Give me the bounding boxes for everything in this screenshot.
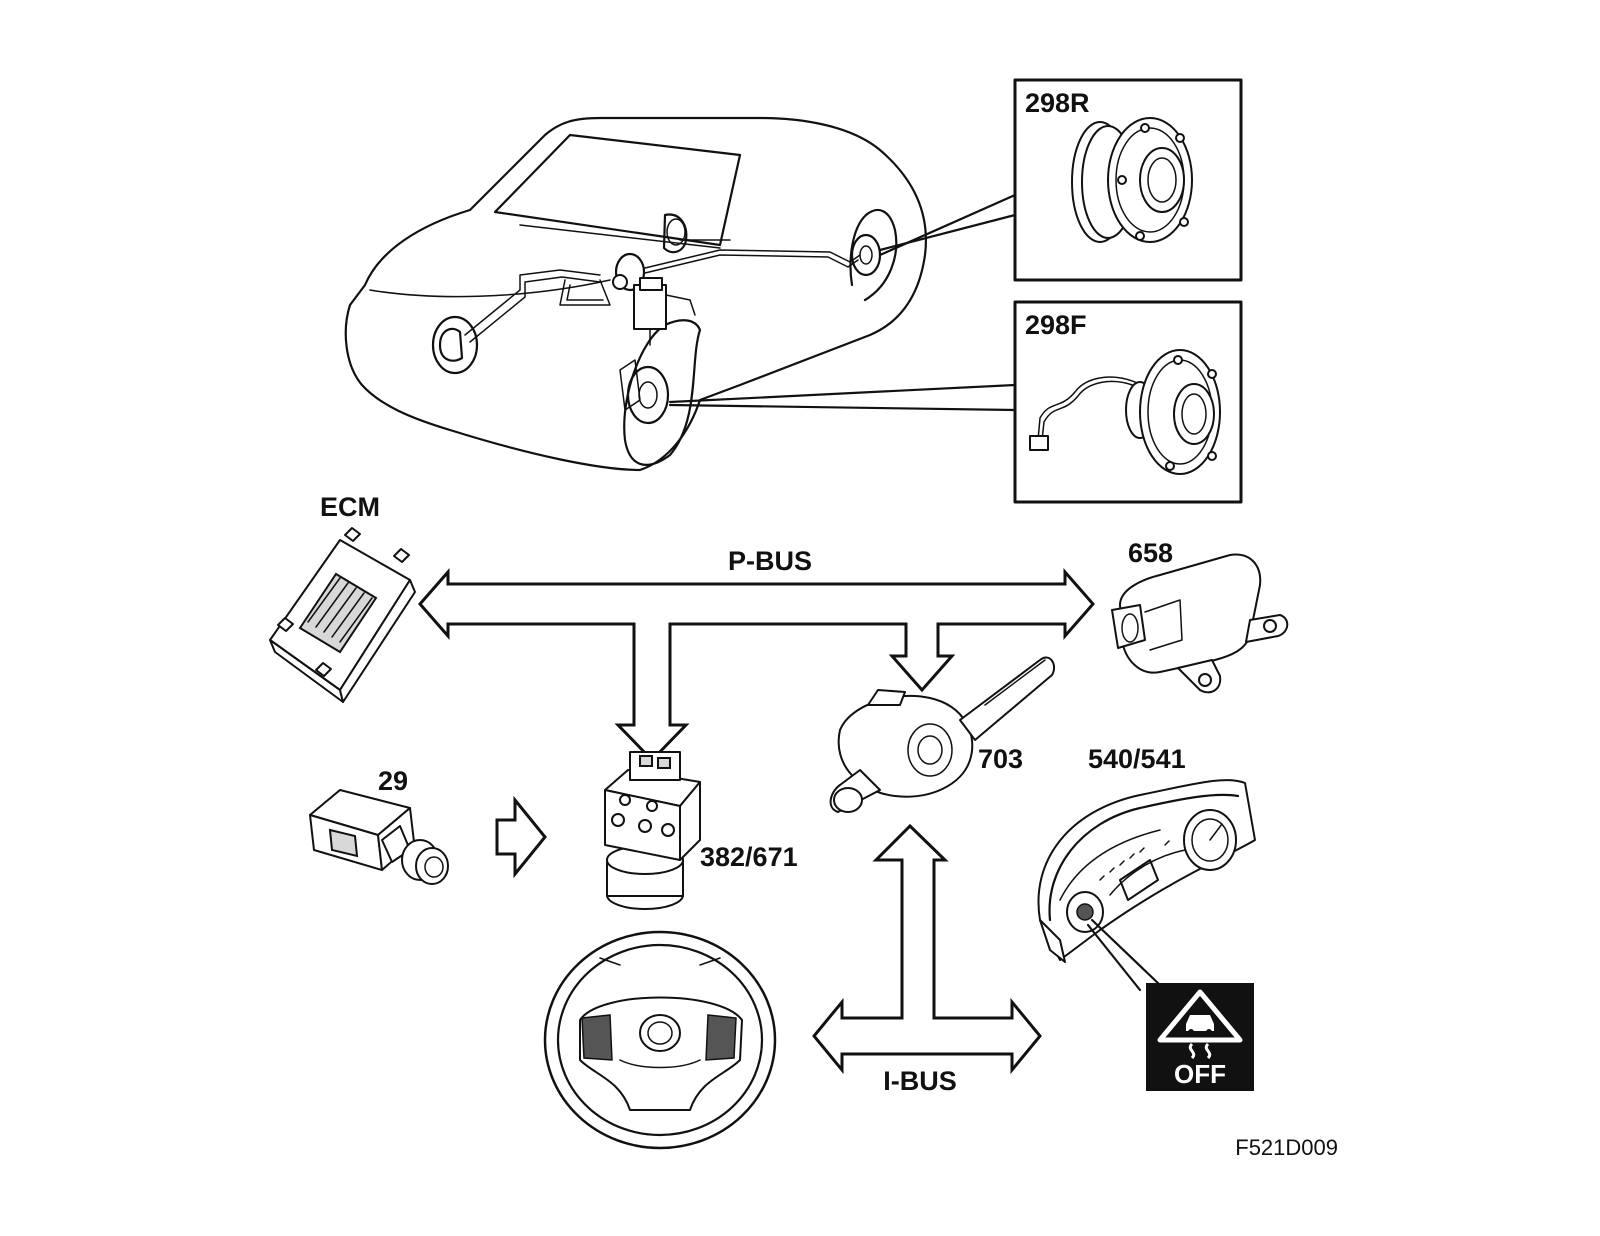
instrument-cluster-icon [1037,779,1256,963]
i-bus-label: I-BUS [883,1066,957,1096]
front-wheel-hub-icon [1029,349,1221,475]
rear-hub-leader-2 [878,213,1017,252]
front-wheel-hub-box: 298F [1013,300,1243,504]
car-illustration [344,116,927,472]
rear-wheel-hub-box: 298R [1013,78,1243,282]
rear-hub-leader [878,193,1017,257]
i-bus-arrow [812,823,1042,1075]
ecm-module-icon [269,527,416,703]
figure-reference: F521D009 [1235,1135,1338,1160]
steering-wheel-icon [543,930,777,1150]
steering-column-module-icon [829,656,1056,813]
steering-module-label: 703 [978,744,1023,774]
warning-lamp-off-text: OFF [1174,1059,1226,1089]
p-bus-label: P-BUS [728,546,812,576]
switch-29-label: 29 [378,766,408,796]
sensor-658-icon [1111,553,1289,694]
instrument-cluster-label: 540/541 [1088,744,1186,774]
switch-29-icon [309,789,449,885]
rear-wheel-hub-icon [1071,117,1193,243]
traction-control-off-icon: OFF [1146,983,1254,1091]
front-hub-leader-2 [668,403,1017,412]
rear-hub-label: 298R [1025,88,1090,118]
abs-unit-icon [604,751,701,910]
abs-unit-label: 382/671 [700,842,798,872]
warning-lamp-leader-2 [1090,918,1162,987]
arrow-right-icon [495,795,547,879]
front-hub-label: 298F [1025,310,1087,340]
warning-lamp-leader [1086,923,1142,992]
sensor-658-label: 658 [1128,538,1173,568]
front-hub-leader [668,383,1017,404]
ecm-label: ECM [320,492,380,522]
p-bus-arrow [418,568,1095,763]
